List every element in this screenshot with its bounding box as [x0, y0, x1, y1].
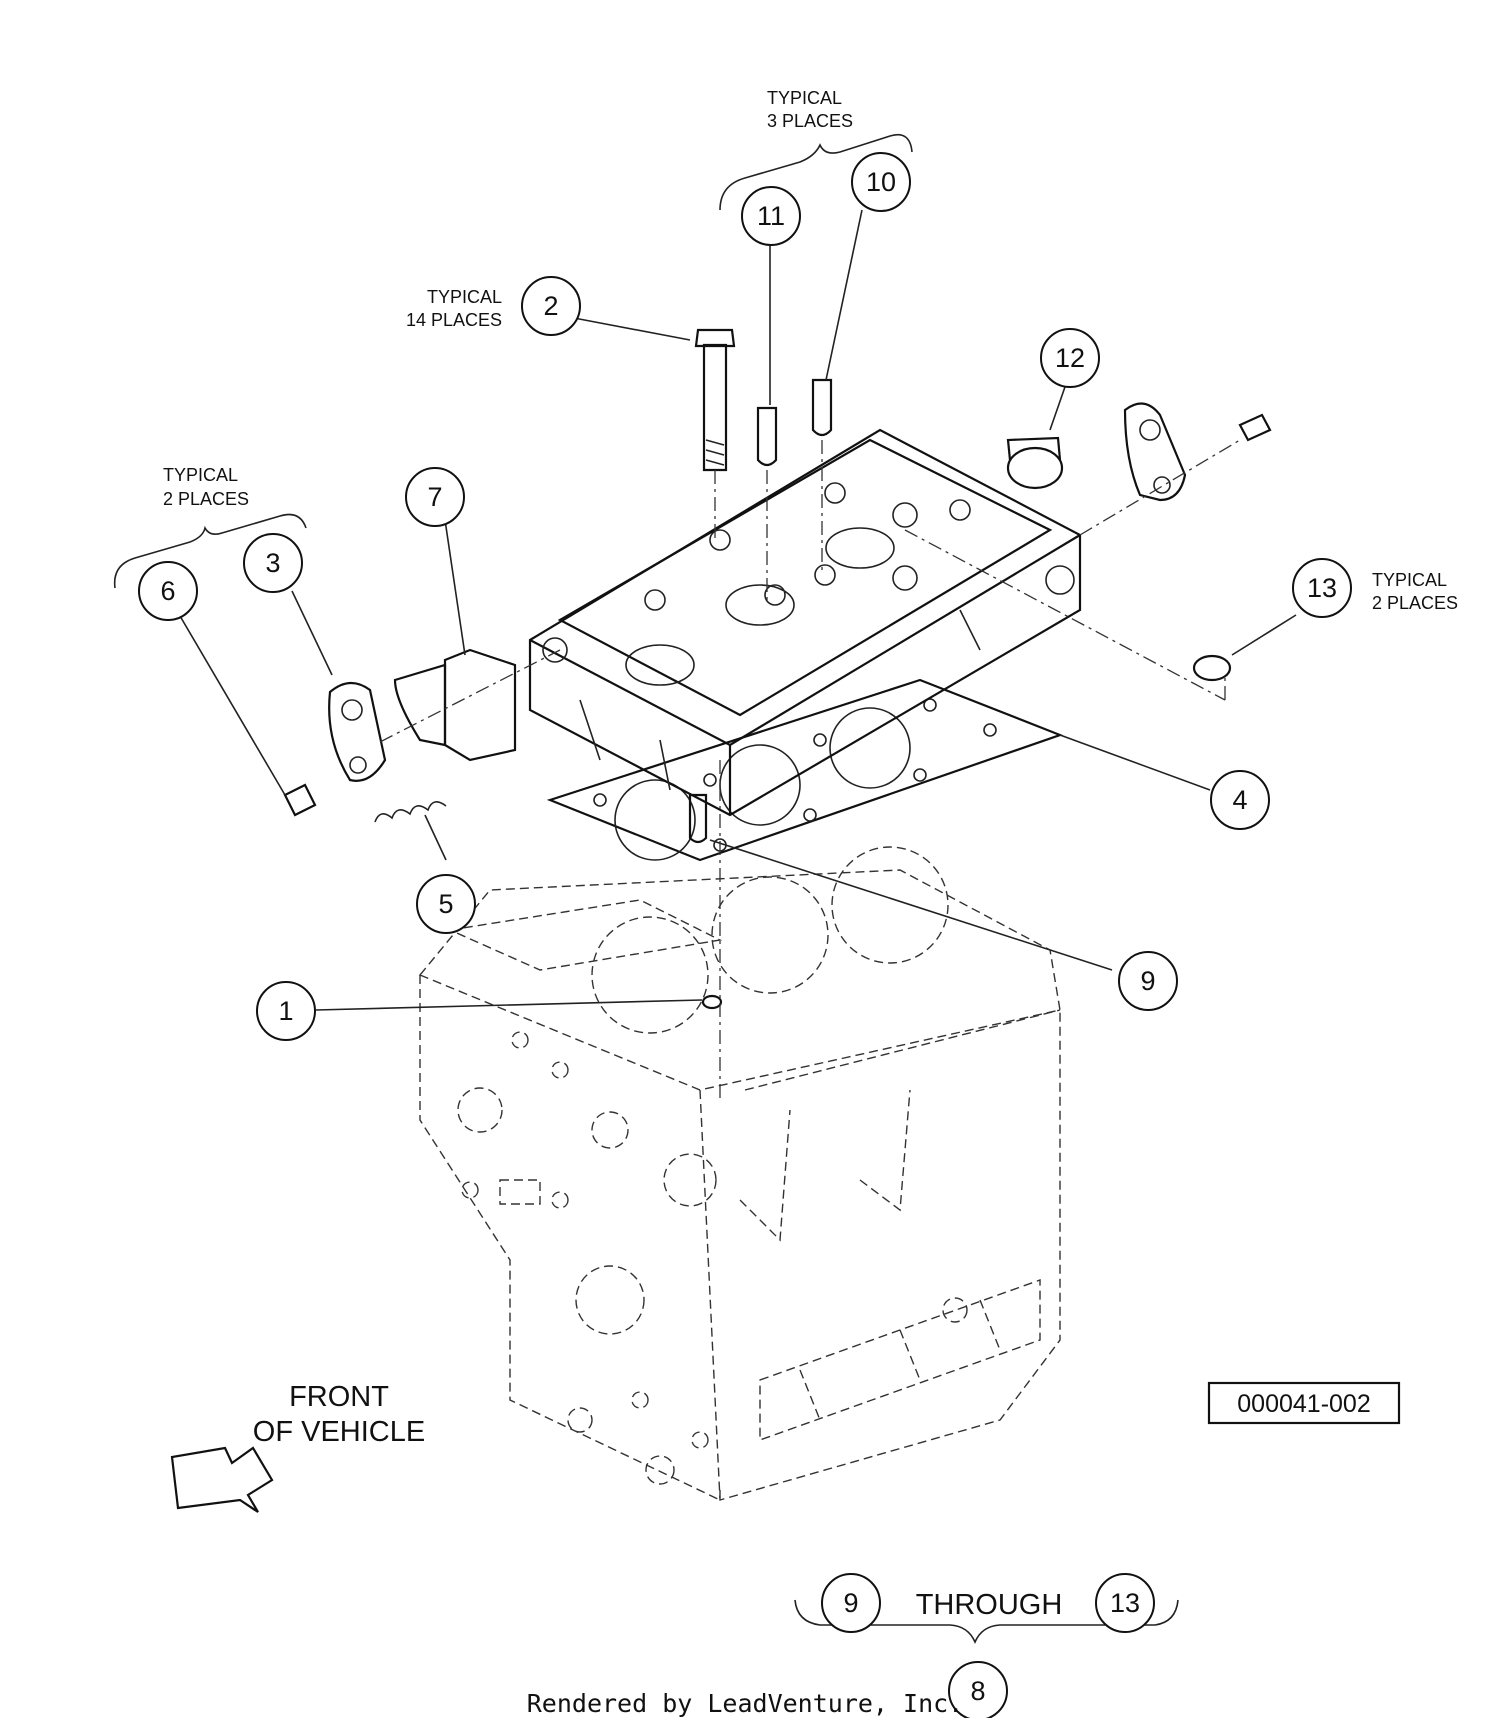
svg-text:4: 4: [1232, 785, 1247, 815]
callout-10: 10: [851, 152, 911, 212]
svg-text:5: 5: [438, 889, 453, 919]
range-to-callout-13: 13: [1095, 1573, 1155, 1633]
svg-text:11: 11: [757, 201, 785, 231]
engine-block-drawing: [418, 846, 1061, 1502]
note-typical-14-places-line2: 14 PLACES: [406, 310, 502, 330]
center-lines: [379, 439, 1241, 1100]
notes: TYPICAL 3 PLACES TYPICAL 14 PLACES TYPIC…: [163, 88, 1458, 1621]
callout-8: 8: [948, 1661, 1008, 1718]
svg-text:10: 10: [866, 167, 896, 197]
callout-4: 4: [1210, 770, 1270, 830]
note-typical-3-places-line1: TYPICAL: [767, 88, 842, 108]
callout-circles: 1 2 3 4 5 6 7 8 9 10 11 12 13 9 13: [138, 152, 1352, 1718]
leader-lines: [179, 209, 1297, 1011]
note-typical-3-places-line2: 3 PLACES: [767, 111, 853, 131]
drawing-number-box: 000041-002: [1207, 1381, 1401, 1425]
svg-text:3: 3: [265, 548, 280, 578]
callout-1: 1: [256, 981, 316, 1041]
svg-text:8: 8: [970, 1676, 985, 1706]
brace-typical-2-places: [113, 513, 307, 589]
through-label: THROUGH: [916, 1589, 1063, 1621]
callout-11: 11: [741, 186, 801, 246]
callout-2: 2: [521, 276, 581, 336]
svg-text:9: 9: [1140, 966, 1155, 996]
brace-typical-3-places: [719, 133, 913, 211]
front-arrow-icon: [170, 1446, 274, 1513]
footer-credit: Rendered by LeadVenture, Inc.: [527, 1689, 964, 1718]
small-parts-drawing: [283, 328, 1272, 1010]
note-typical-2-places-left-line2: 2 PLACES: [163, 489, 249, 509]
svg-text:6: 6: [160, 576, 175, 606]
front-label-line1: FRONT: [289, 1381, 389, 1413]
note-typical-2-places-left-line1: TYPICAL: [163, 465, 238, 485]
svg-text:1: 1: [278, 996, 293, 1026]
svg-text:13: 13: [1110, 1588, 1140, 1618]
svg-text:7: 7: [427, 482, 442, 512]
callout-9: 9: [1118, 951, 1178, 1011]
callout-7: 7: [405, 467, 465, 527]
svg-text:2: 2: [543, 291, 558, 321]
braces: [113, 133, 1179, 1644]
note-typical-2-places-right-line2: 2 PLACES: [1372, 593, 1458, 613]
drawing-number: 000041-002: [1237, 1390, 1370, 1418]
brace-through-range: [794, 1599, 1179, 1644]
callout-5: 5: [416, 874, 476, 934]
svg-text:12: 12: [1055, 343, 1085, 373]
note-typical-2-places-right-line1: TYPICAL: [1372, 570, 1447, 590]
note-typical-14-places-line1: TYPICAL: [427, 287, 502, 307]
callout-12: 12: [1040, 328, 1100, 388]
front-label-line2: OF VEHICLE: [253, 1416, 425, 1448]
range-from-callout-9: 9: [821, 1573, 881, 1633]
svg-text:9: 9: [843, 1588, 858, 1618]
svg-text:13: 13: [1307, 573, 1337, 603]
callout-3: 3: [243, 533, 303, 593]
cylinder-head-drawing: [528, 428, 1082, 817]
callout-13: 13: [1292, 558, 1352, 618]
callout-6: 6: [138, 561, 198, 621]
